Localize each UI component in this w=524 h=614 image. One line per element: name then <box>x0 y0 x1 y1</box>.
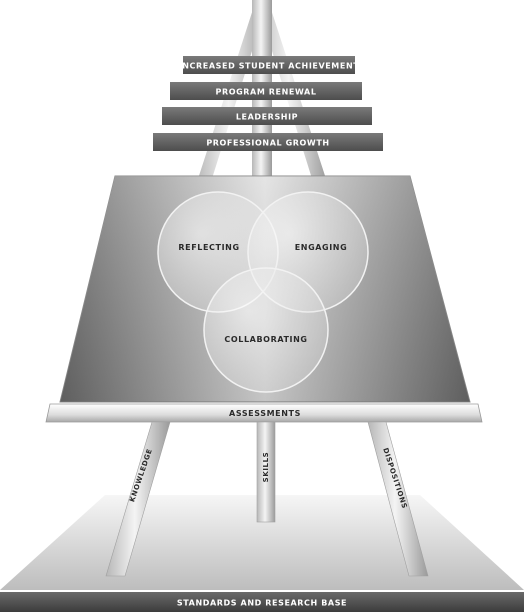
banner-leadership: LEADERSHIP <box>162 107 372 125</box>
standards-label: STANDARDS AND RESEARCH BASE <box>177 599 347 608</box>
banner-label: INCREASED STUDENT ACHIEVEMENT <box>179 62 360 71</box>
standards-strip: STANDARDS AND RESEARCH BASE <box>0 592 524 612</box>
banner-professional-growth: PROFESSIONAL GROWTH <box>153 133 383 151</box>
circle-collaborating <box>204 268 328 392</box>
skills-label: SKILLS <box>262 452 270 483</box>
reflecting-label: REFLECTING <box>178 243 239 252</box>
banner-program-renewal: PROGRAM RENEWAL <box>170 82 362 100</box>
engaging-label: ENGAGING <box>295 243 348 252</box>
banner-increased-student-achievement: INCREASED STUDENT ACHIEVEMENT <box>179 56 360 74</box>
leg-skills: SKILLS <box>257 422 275 522</box>
assessments-ledge: ASSESSMENTS <box>46 404 482 422</box>
assessments-label: ASSESSMENTS <box>229 409 301 418</box>
banner-label: PROFESSIONAL GROWTH <box>206 139 329 148</box>
collaborating-label: COLLABORATING <box>224 335 307 344</box>
banner-label: PROGRAM RENEWAL <box>215 88 316 97</box>
banner-label: LEADERSHIP <box>236 113 298 122</box>
